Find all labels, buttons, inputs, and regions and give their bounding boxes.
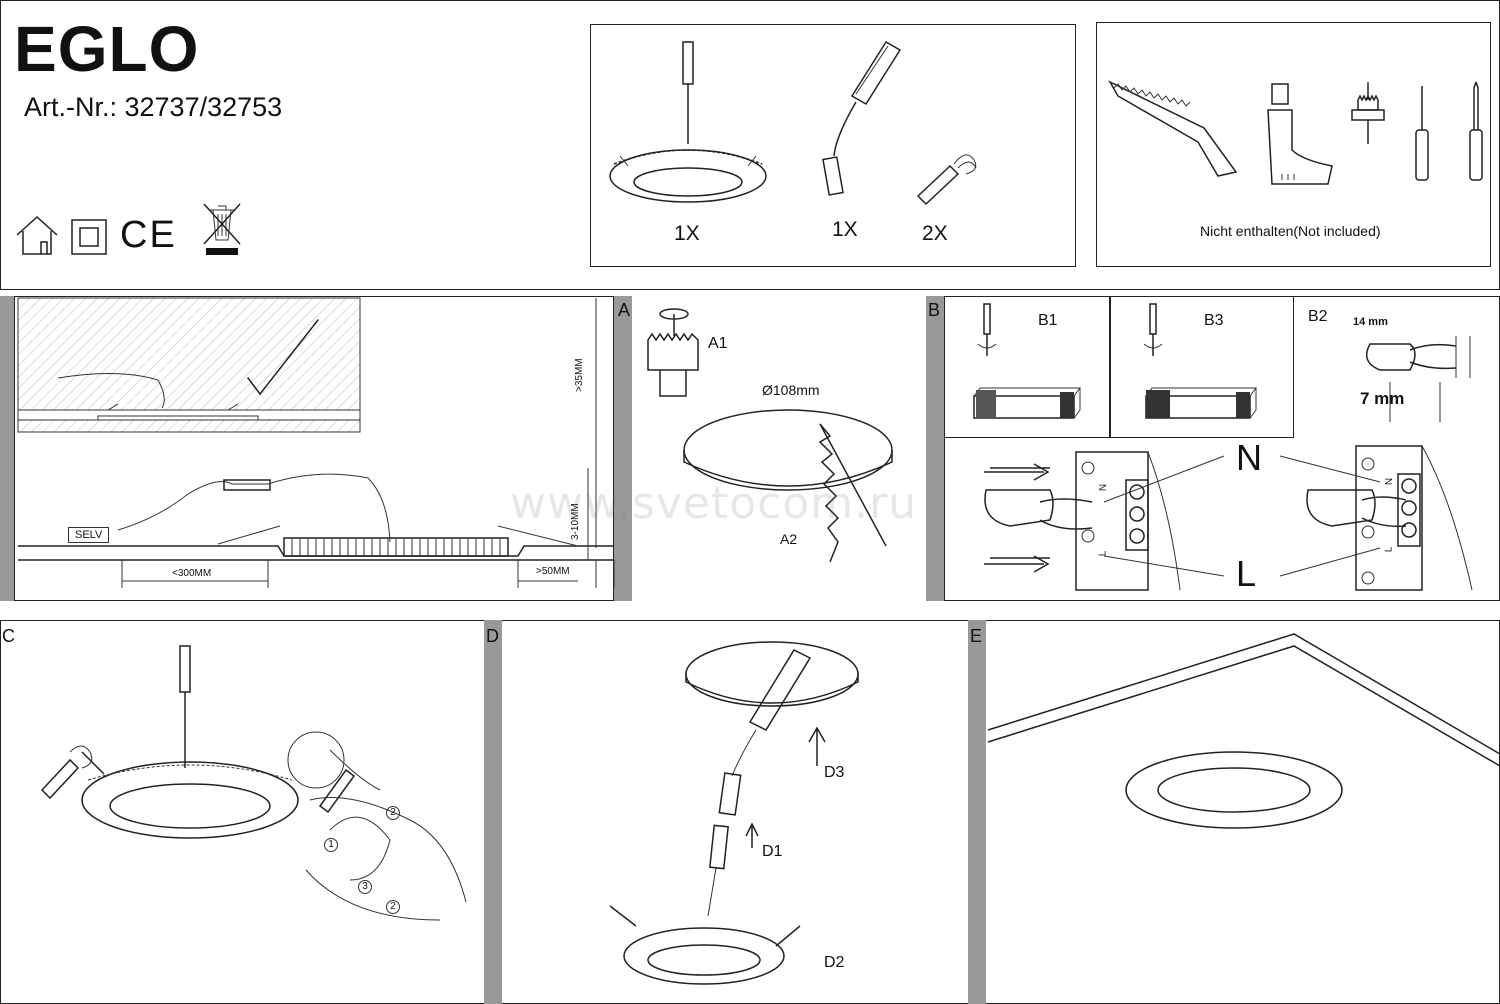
brand-logo: EGLO: [14, 13, 200, 85]
ceiling-hole-cut: [683, 409, 893, 563]
nl-arrows: [984, 455, 1381, 577]
step-b2: B2: [1308, 308, 1328, 325]
c-step1: 1: [324, 838, 338, 852]
c-step3: 3: [358, 880, 372, 894]
panel-b-letter: B: [928, 300, 941, 320]
downlight-icon: [609, 41, 767, 203]
panel-d-letter: D: [486, 626, 499, 646]
saw-icon: [1108, 80, 1238, 177]
live-label: L: [1236, 553, 1257, 594]
selv-label: SELV: [68, 527, 110, 543]
flat-screwdriver-icon: [1415, 86, 1429, 181]
phillips-screwdriver-icon: [1469, 81, 1483, 181]
dim-edge: >50MM: [536, 566, 570, 577]
step-d2: D2: [824, 954, 845, 971]
step-b3: B3: [1204, 312, 1224, 329]
tools-box: [1096, 22, 1491, 267]
ce-mark-icon: CE: [120, 214, 177, 256]
dim-depth: >35MM: [574, 358, 585, 392]
weee-bin-icon: [203, 203, 241, 255]
step-b1: B1: [1038, 312, 1058, 329]
class-ii-icon: [71, 219, 107, 255]
step-a1: A1: [708, 335, 728, 352]
row2-bar-b: [926, 296, 944, 601]
hole-saw-drill-icon: [1267, 83, 1333, 185]
contents-box: [590, 24, 1076, 267]
qty-driver: 1X: [832, 218, 858, 241]
b3-driver-screw: [1143, 303, 1257, 419]
panel-e-ceiling: [987, 633, 1500, 829]
watermark-text: www.svetocom.ru: [510, 478, 918, 529]
step-d1: D1: [762, 843, 783, 860]
c-step2b: 2: [386, 900, 400, 914]
tools-note: Nicht enthalten(Not included): [1200, 223, 1381, 239]
hole-diameter: Ø108mm: [762, 382, 820, 398]
panel-a-letter: A: [618, 300, 631, 320]
qty-clip: 2X: [922, 222, 948, 245]
dim-cable: <300MM: [172, 568, 212, 579]
row2-bar-a: [614, 296, 632, 601]
article-number: Art.-Nr.: 32737/32753: [24, 92, 283, 122]
house-icon: [16, 215, 58, 255]
install-overview: [17, 297, 615, 588]
c-step2a: 2: [386, 806, 400, 820]
spring-clip-icon: [916, 154, 977, 206]
b3-frame: [1110, 296, 1294, 438]
terminal-block-right: [1306, 445, 1473, 591]
step-d3: D3: [824, 764, 845, 781]
row2-left-bar: [0, 296, 14, 601]
row3-bar-e: [968, 620, 986, 1004]
neutral-label: N: [1236, 437, 1262, 478]
step-a2: A2: [780, 531, 798, 547]
b1-driver-screw: [973, 303, 1081, 419]
panel-b-frame: [944, 296, 1500, 601]
driver-icon: [822, 40, 902, 196]
hole-saw-step-icon: [647, 308, 699, 397]
panel-d-illustration: [609, 641, 859, 985]
strip-length-diagram: [1365, 336, 1471, 422]
panel-e-letter: E: [970, 626, 983, 646]
terminal-block-left: [984, 451, 1181, 591]
row3-bar-d: [484, 620, 502, 1004]
hole-saw-bit-icon: [1351, 82, 1385, 144]
panel-c-letter: C: [2, 626, 15, 646]
qty-light: 1X: [674, 222, 700, 245]
panel-c-illustration: [40, 645, 467, 921]
strip-14mm: 14 mm: [1353, 316, 1388, 328]
strip-7mm: 7 mm: [1360, 389, 1405, 408]
